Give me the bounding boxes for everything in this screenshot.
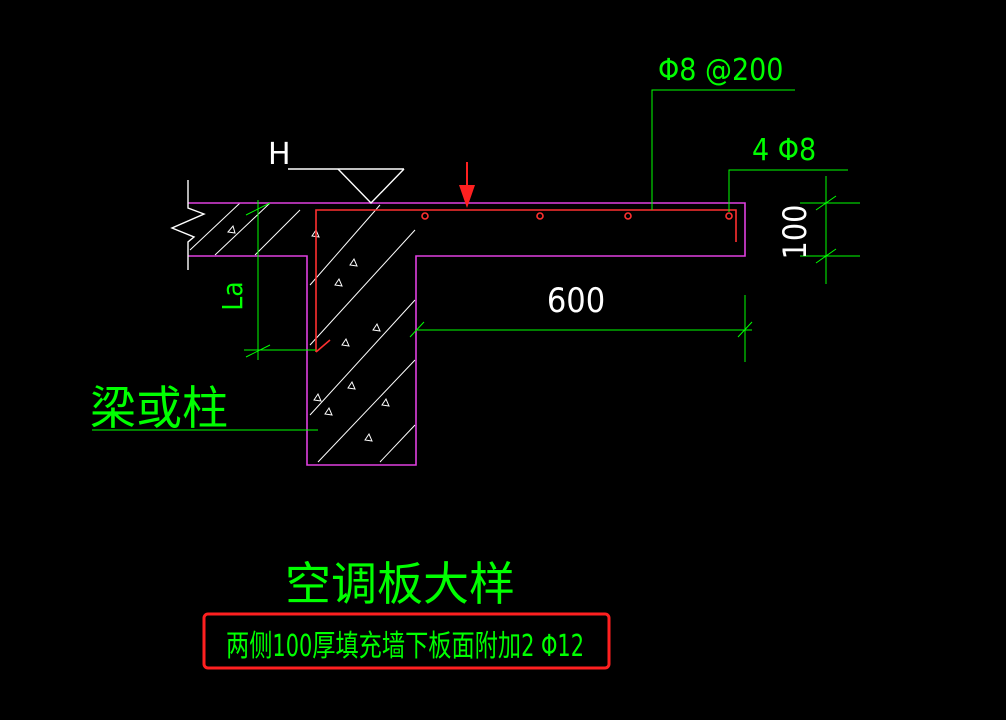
la-label: La	[216, 281, 249, 310]
load-arrow-icon	[459, 162, 475, 208]
concrete-outline	[188, 202, 746, 466]
length-label: 600	[547, 281, 605, 321]
length-dimension	[409, 295, 753, 362]
rebar-dist-label: Φ8 @200	[658, 53, 783, 88]
rebar-main-label: 4 Φ8	[752, 133, 816, 168]
note-highlight-box	[202, 612, 611, 670]
rebar-leaders	[651, 89, 848, 212]
note-text: 两侧100厚填充墙下板面附加2 Φ12	[226, 629, 584, 664]
concrete-hatch	[189, 202, 416, 463]
break-line	[170, 180, 206, 270]
la-dimension	[244, 200, 316, 360]
detail-title: 空调板大样	[285, 557, 515, 611]
aggregate-marks	[227, 224, 390, 442]
beam-label: 梁或柱	[90, 381, 228, 435]
rebar	[315, 209, 737, 353]
thickness-label: 100	[776, 205, 814, 260]
level-mark-label: H	[268, 137, 291, 172]
level-mark	[288, 168, 405, 205]
thickness-dimension	[800, 176, 860, 284]
